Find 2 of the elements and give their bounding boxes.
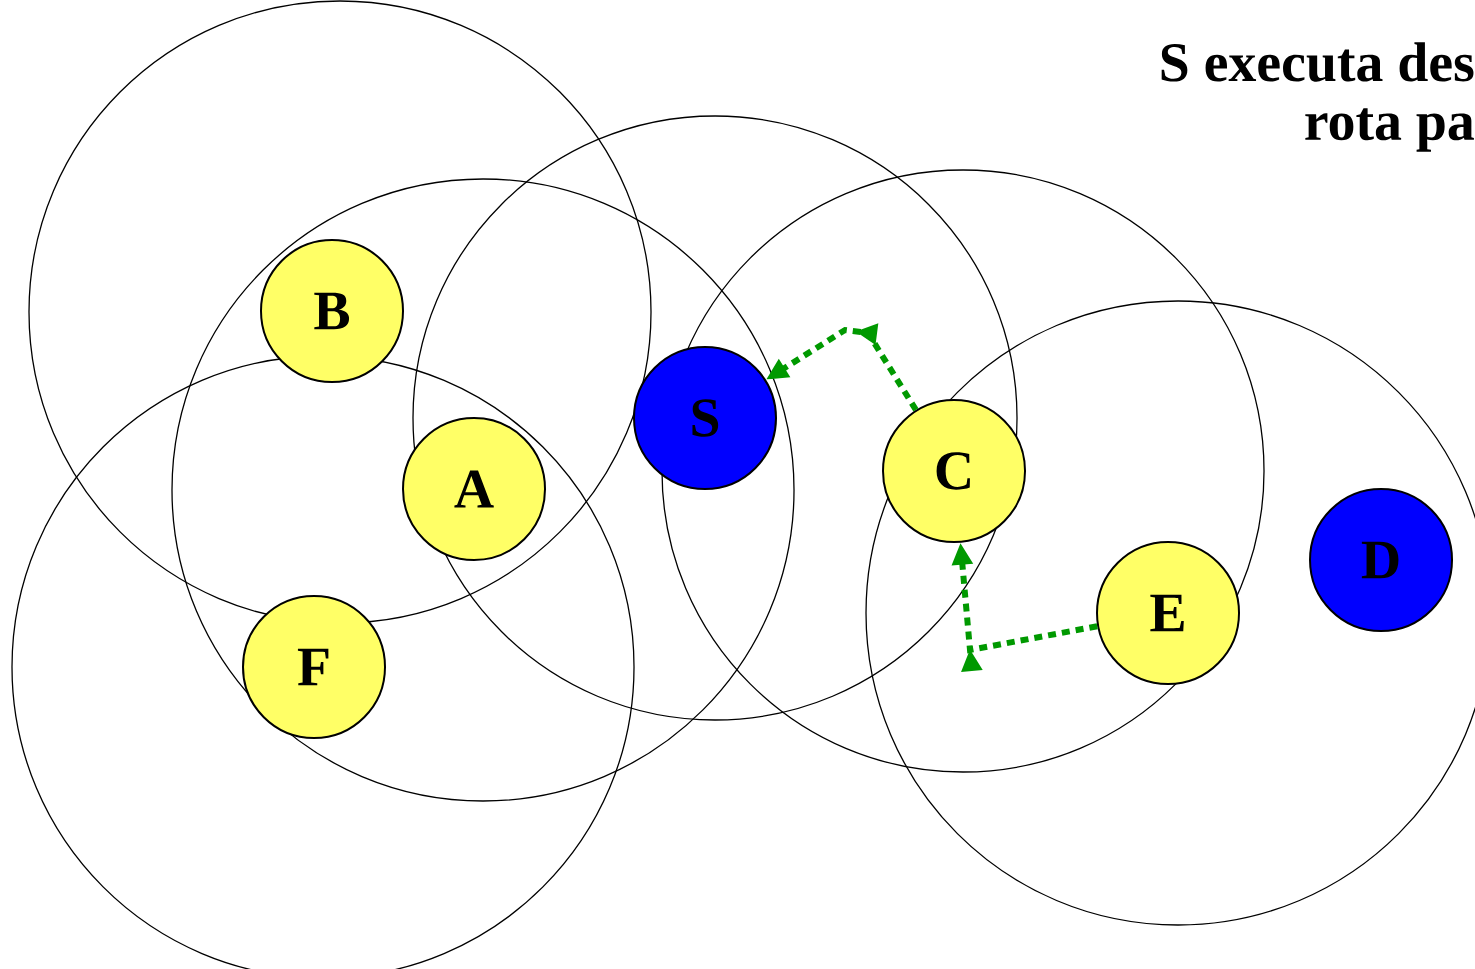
caption-text: rota pa [1305, 108, 1474, 152]
caption-text: S executa des [1161, 42, 1474, 82]
